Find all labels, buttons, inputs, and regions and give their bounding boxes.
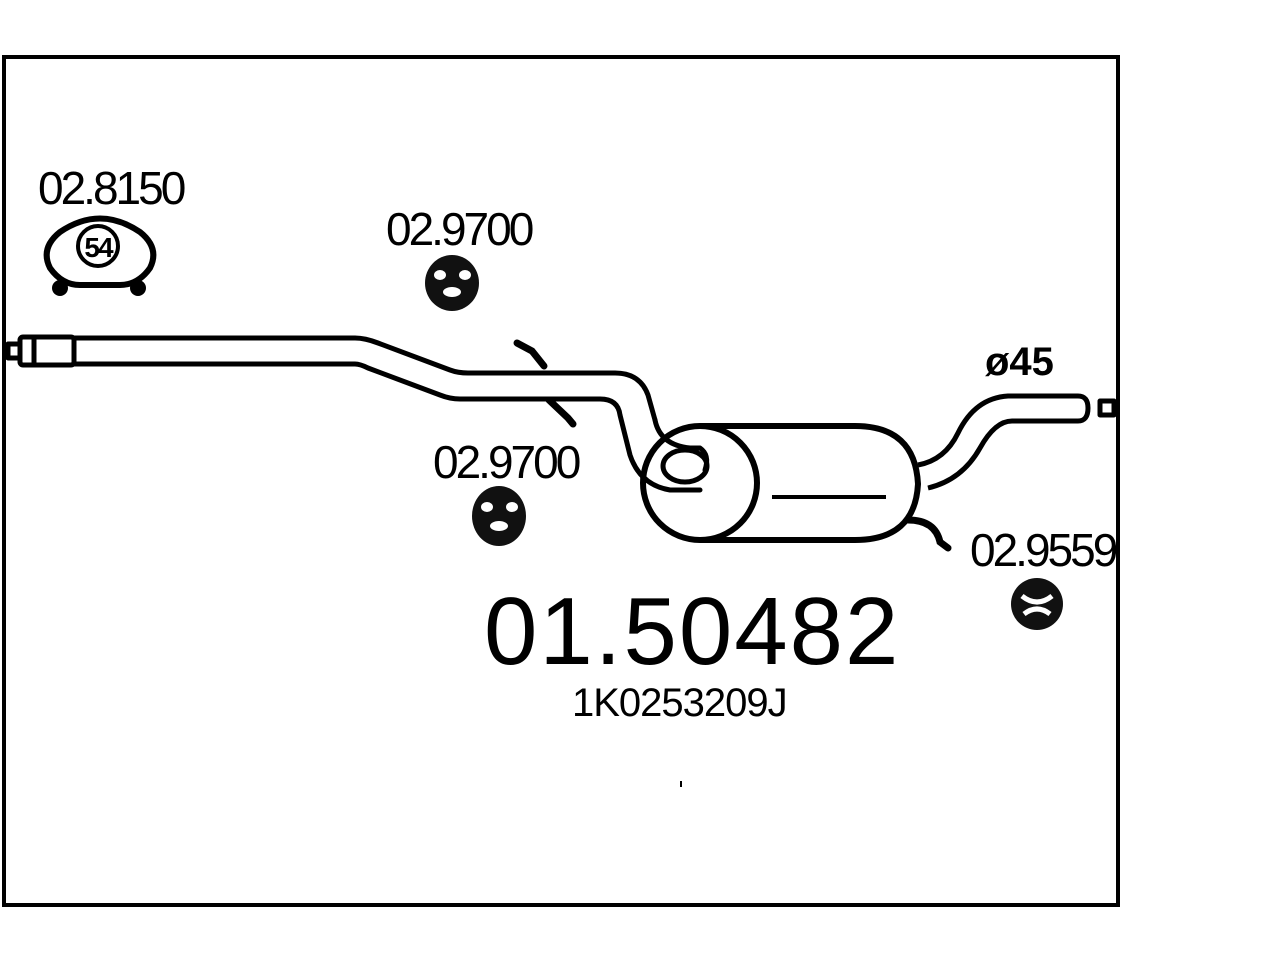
rubber-mount-icon	[425, 255, 479, 311]
clamp-size-text: 54	[84, 232, 114, 263]
main-part-number: 01.50482	[484, 578, 900, 685]
part-code-clamp: 02.8150	[38, 162, 185, 214]
rubber-mount-icon	[472, 486, 526, 546]
diagram-frame	[2, 55, 1120, 907]
part-code-mount-lower: 02.9700	[433, 436, 580, 488]
exhaust-pipe	[5, 334, 710, 493]
rubber-ring-icon	[1011, 578, 1063, 630]
part-code-ring: 02.9559	[970, 524, 1117, 576]
hanger-hooks	[513, 339, 952, 552]
clamp-icon: 54	[43, 215, 157, 296]
diameter-label: ø45	[985, 340, 1054, 384]
tail-pipe	[917, 393, 1117, 491]
oem-number: 1K0253209J	[572, 681, 787, 725]
part-code-mount-top: 02.9700	[386, 203, 533, 255]
muffler	[640, 423, 922, 543]
